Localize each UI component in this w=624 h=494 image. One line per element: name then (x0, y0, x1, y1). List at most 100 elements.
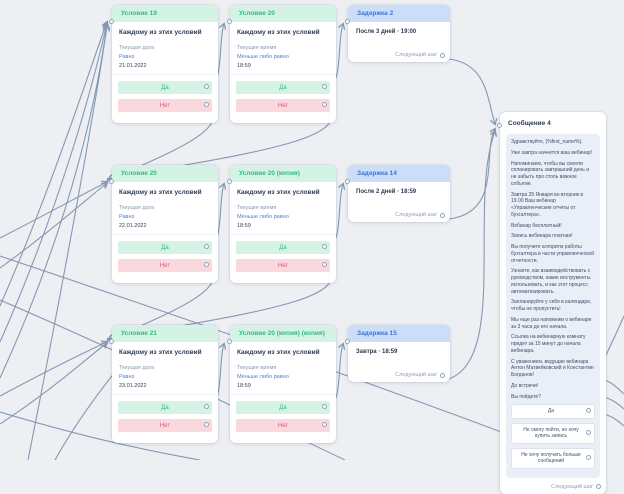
connector-edge (448, 127, 497, 220)
next-step-output-port[interactable] (440, 52, 445, 58)
condition-value: 18:59 (237, 383, 251, 389)
no-label: Нет (159, 262, 171, 269)
condition-node-21[interactable]: Условие 21 Каждому из этих условий Текущ… (109, 325, 218, 443)
condition-node-20[interactable]: Условие 20 Каждому из этих условий Текущ… (227, 5, 336, 123)
no-branch-button[interactable]: Нет (236, 419, 330, 432)
yes-output-port[interactable] (204, 244, 209, 249)
condition-body: Каждому из этих условий Текущая дата Рав… (112, 182, 218, 229)
message-paragraph: Здравствуйте, {%first_name%}. (511, 139, 583, 145)
yes-output-port[interactable] (322, 244, 327, 249)
message-paragraph: Мы еще раз напомним о вебинаре за 3 часа… (511, 316, 592, 330)
no-branch-button[interactable]: Нет (118, 259, 212, 272)
quick-reply-output-port[interactable] (586, 454, 591, 460)
no-output-port[interactable] (322, 262, 327, 267)
yes-label: Да (279, 244, 287, 251)
condition-branches: Да Нет (113, 234, 217, 272)
no-branch-button[interactable]: Нет (118, 99, 212, 112)
input-port[interactable] (345, 179, 350, 184)
message-paragraph: Уже завтра начнется ваш вебинар! (511, 149, 593, 156)
quick-reply-output-port[interactable] (586, 429, 591, 435)
condition-value: 22.01.2022 (119, 223, 147, 229)
next-step-output-port[interactable] (596, 484, 601, 490)
next-step-label: Следующий шаг (395, 212, 437, 218)
connector-edge (27, 24, 111, 460)
yes-output-port[interactable] (322, 404, 327, 409)
quick-reply-label: Не хочу получать больше сообщений (521, 451, 581, 465)
yes-output-port[interactable] (322, 84, 327, 89)
condition-node-20b[interactable]: Условие 20 Каждому из этих условий Текущ… (109, 165, 218, 283)
input-port[interactable] (227, 179, 232, 184)
quick-reply-button-buy-record[interactable]: Не смогу пойти, но хочу купить запись (511, 422, 595, 444)
delay-node-title: Задержка 2 (348, 5, 450, 22)
message-paragraph: Узнаете, как взаимодействовать с руковод… (511, 268, 591, 295)
quick-reply-button-yes[interactable]: Да (511, 404, 595, 419)
yes-label: Да (161, 404, 169, 411)
next-step-label: Следующий шаг (551, 483, 593, 490)
condition-body: Каждому из этих условий Текущая дата Рав… (112, 22, 218, 69)
input-port[interactable] (227, 339, 232, 344)
yes-output-port[interactable] (204, 404, 209, 409)
delay-node-14[interactable]: Задержка 14 После 2 дней · 18:59 Следующ… (345, 165, 450, 222)
connector-edge (0, 340, 109, 397)
next-step-output-port[interactable] (440, 372, 445, 378)
connector-edge (448, 129, 498, 380)
input-port[interactable] (497, 123, 502, 128)
input-port[interactable] (227, 19, 232, 24)
next-step-row: Следующий шаг (395, 372, 445, 378)
message-paragraph: Запись вебинара платная! (511, 233, 573, 240)
connector-edge (0, 180, 109, 239)
no-output-port[interactable] (204, 262, 209, 267)
yes-branch-button[interactable]: Да (236, 241, 330, 254)
next-step-output-port[interactable] (440, 212, 445, 218)
no-output-port[interactable] (322, 422, 327, 427)
connector-edge (0, 341, 109, 425)
condition-node-20-copy[interactable]: Условие 20 (копия) Каждому из этих услов… (227, 165, 336, 283)
next-step-row: Следующий шаг (551, 484, 601, 490)
message-node-4[interactable]: Сообщение 4 Здравствуйте, {%first_name%}… (497, 112, 606, 494)
message-node-title: Сообщение 4 (508, 120, 551, 127)
no-output-port[interactable] (322, 102, 327, 107)
condition-node-19[interactable]: Условие 19 Каждому из этих условий Текущ… (109, 5, 218, 123)
connector-edge (0, 22, 111, 379)
condition-body: Каждому из этих условий Текущее время Ме… (230, 182, 336, 229)
no-branch-button[interactable]: Нет (118, 419, 212, 432)
delay-schedule: После 3 дней · 19:00 (356, 29, 417, 35)
yes-label: Да (279, 404, 287, 411)
delay-node-2[interactable]: Задержка 2 После 3 дней · 19:00 Следующи… (345, 5, 450, 62)
condition-node-title: Условие 20 (копия) (копия) (230, 325, 336, 342)
input-port[interactable] (109, 19, 114, 24)
yes-branch-button[interactable]: Да (118, 81, 212, 94)
input-port[interactable] (345, 339, 350, 344)
delay-schedule: После 2 дней · 18:59 (356, 189, 417, 195)
condition-match-rule: Каждому из этих условий (237, 29, 320, 36)
condition-branches: Да Нет (113, 74, 217, 112)
input-port[interactable] (345, 19, 350, 24)
yes-branch-button[interactable]: Да (236, 81, 330, 94)
condition-value: 21.01.2022 (119, 63, 147, 69)
quick-reply-button-unsubscribe[interactable]: Не хочу получать больше сообщений (511, 447, 595, 469)
condition-node-20-copy-copy[interactable]: Условие 20 (копия) (копия) Каждому из эт… (227, 325, 336, 443)
condition-node-title: Условие 20 (копия) (230, 165, 336, 182)
yes-branch-button[interactable]: Да (118, 241, 212, 254)
condition-value: 18:59 (237, 63, 251, 69)
condition-branches: Да Нет (231, 234, 335, 272)
input-port[interactable] (109, 179, 114, 184)
no-branch-button[interactable]: Нет (236, 259, 330, 272)
no-output-port[interactable] (204, 102, 209, 107)
condition-match-rule: Каждому из этих условий (237, 189, 320, 196)
yes-branch-button[interactable]: Да (236, 401, 330, 414)
delay-node-15[interactable]: Задержка 15 Завтра · 18:59 Следующий шаг (345, 325, 450, 382)
input-port[interactable] (109, 339, 114, 344)
next-step-label: Следующий шаг (395, 52, 437, 58)
delay-node-title: Задержка 14 (348, 165, 450, 182)
yes-branch-button[interactable]: Да (118, 401, 212, 414)
no-output-port[interactable] (204, 422, 209, 427)
no-label: Нет (277, 102, 289, 109)
no-branch-button[interactable]: Нет (236, 99, 330, 112)
quick-reply-output-port[interactable] (586, 408, 591, 413)
yes-output-port[interactable] (204, 84, 209, 89)
condition-match-rule: Каждому из этих условий (119, 29, 202, 36)
quick-reply-label: Да (547, 408, 555, 415)
condition-field: Текущее время (237, 205, 277, 211)
